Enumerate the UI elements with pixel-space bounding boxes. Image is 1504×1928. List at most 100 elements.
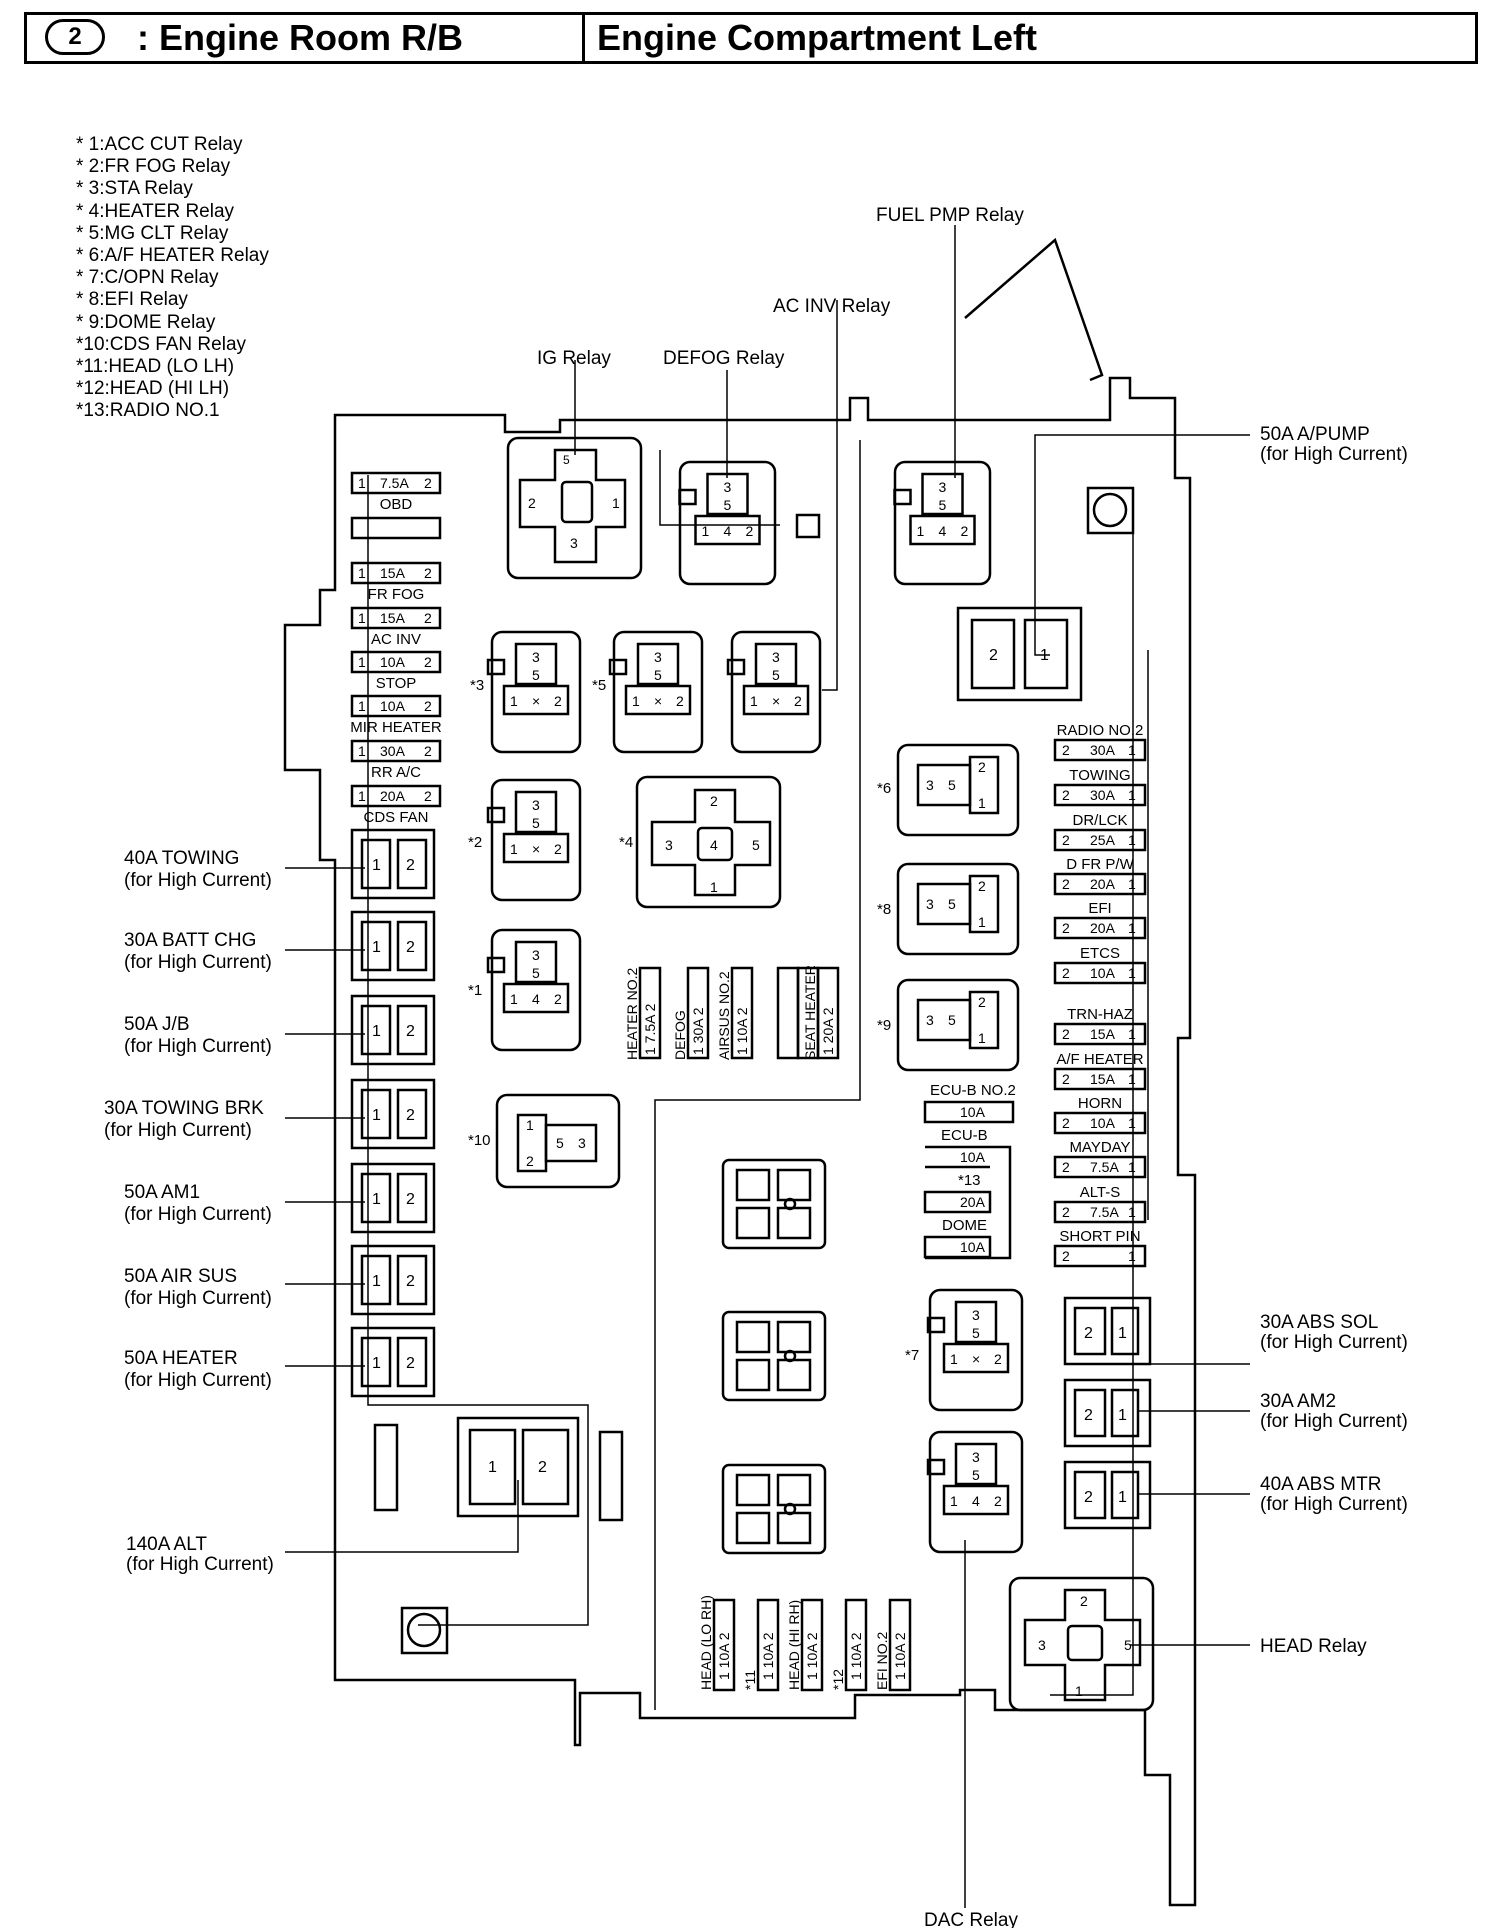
left-hc-sub: (for High Current) xyxy=(124,952,272,973)
pin-label: 3 xyxy=(972,1307,980,1323)
relay-housing xyxy=(635,775,782,909)
callout-fuel-pmp-relay: FUEL PMP Relay xyxy=(876,205,1024,226)
pin-label: × xyxy=(772,693,780,709)
ground-bolt-housing xyxy=(1086,486,1135,535)
fuse-name: RADIO NO.2 xyxy=(1057,722,1144,739)
relay-housing xyxy=(730,630,822,754)
pin-label: 1 xyxy=(526,1117,534,1133)
fuse-vertical-0 xyxy=(638,966,662,1060)
pin-label: 1 xyxy=(372,1023,381,1040)
pin-label: 2 xyxy=(1062,1204,1070,1220)
a-pump-terminal xyxy=(970,618,1016,690)
pin-label: 2 xyxy=(1084,1489,1093,1506)
pin-label: 2 xyxy=(978,994,986,1010)
fuse-amp: 20A xyxy=(380,788,406,804)
fusible-link xyxy=(350,910,436,982)
fuse-bottom-0 xyxy=(712,1598,736,1692)
pin-label: 2 xyxy=(526,1153,534,1169)
fusible-link-terminal xyxy=(360,1254,392,1306)
fusible-link-terminal xyxy=(396,838,428,890)
pin-label: 5 xyxy=(772,667,780,683)
pin-label: 1 xyxy=(1128,1204,1136,1220)
fuse-amp: 15A xyxy=(1090,1071,1116,1087)
fuse-3 xyxy=(1053,872,1147,896)
pin-label: 1 xyxy=(1118,1489,1127,1506)
fuse-1 xyxy=(350,516,442,540)
pin-label: 1 xyxy=(358,743,366,759)
fuse-amp: 10A xyxy=(380,654,406,670)
fusible-link-terminal xyxy=(396,920,428,972)
socket-cell xyxy=(735,1206,771,1240)
callout-ig-relay: IG Relay xyxy=(537,348,611,369)
relay-socket xyxy=(754,642,798,686)
fusible-link xyxy=(350,994,436,1066)
fuse-6 xyxy=(350,739,442,763)
fusible-link-terminal xyxy=(1110,1388,1140,1438)
right-high-current-links: 2 1 2 1 2 1 xyxy=(1063,1296,1152,1530)
fuse-1 xyxy=(1053,783,1147,807)
pin-label: 2 xyxy=(406,939,415,956)
relay-housing xyxy=(928,1430,1024,1554)
bus-line xyxy=(659,450,780,526)
pin-label: 3 xyxy=(532,947,540,963)
relay-socket xyxy=(1023,1588,1142,1702)
pin-label: 2 xyxy=(424,654,432,670)
fuse-amp: 7.5A xyxy=(380,475,409,491)
pin-label: 1 xyxy=(1128,787,1136,803)
relay-housing xyxy=(490,928,582,1052)
pin-label: 1 xyxy=(1128,965,1136,981)
fuse-amp: 10A xyxy=(1090,965,1116,981)
pin-label: 1 xyxy=(1075,1683,1083,1699)
fuse-7 xyxy=(1053,1067,1147,1091)
fusible-link xyxy=(350,1078,436,1150)
pin-label: 2 xyxy=(406,1191,415,1208)
relay-housing xyxy=(896,978,1020,1072)
pin-label: 1 xyxy=(750,693,758,709)
pin-label: 1 xyxy=(488,1459,497,1476)
pin-label: 2 xyxy=(406,1023,415,1040)
relay-tag: *2 xyxy=(468,834,482,851)
fuse-3 xyxy=(350,606,442,630)
relay-tag: *7 xyxy=(905,1347,919,1364)
fuse-amp: 10A xyxy=(960,1239,986,1255)
pin-label: 1 xyxy=(1128,832,1136,848)
fuse-4 xyxy=(350,650,442,674)
pin-label: 2 xyxy=(424,610,432,626)
fuse-ecu-b-no2 xyxy=(923,1100,1015,1124)
relay-socket xyxy=(909,514,976,546)
fuse-7 xyxy=(350,784,442,808)
fusible-link-terminal xyxy=(1110,1470,1140,1520)
relay-tag: *3 xyxy=(470,677,484,694)
socket-cell xyxy=(735,1473,771,1507)
pin-label: 2 xyxy=(1062,832,1070,848)
pin-label: 2 xyxy=(1062,1248,1070,1264)
relay-housing xyxy=(495,1093,621,1189)
a-pump-housing xyxy=(956,606,1083,702)
fuse-name: ALT-S xyxy=(1080,1184,1121,1201)
pin-label: 2 xyxy=(1062,787,1070,803)
pin-label: 2 xyxy=(424,743,432,759)
pin-label: 2 xyxy=(406,1273,415,1290)
fusible-link-terminal xyxy=(360,1088,392,1140)
pin-label: 3 xyxy=(570,535,578,551)
fuse-amp: 1 20A 2 xyxy=(820,1007,836,1055)
pin-label: 1 xyxy=(510,991,518,1007)
fuse-name: TOWING xyxy=(1069,767,1130,784)
relay-socket xyxy=(650,788,772,897)
pin-label: 2 xyxy=(406,857,415,874)
legend-item: * 1:ACC CUT Relay xyxy=(76,134,243,155)
pin-label: 5 xyxy=(939,497,947,513)
fusible-link xyxy=(350,1326,436,1398)
pin-label: 5 xyxy=(654,667,662,683)
fuse-name: AIRSUS NO.2 xyxy=(716,971,732,1060)
relay-tag: *8 xyxy=(877,901,891,918)
fuse-amp: 7.5A xyxy=(1090,1159,1119,1175)
relay-socket xyxy=(514,642,558,686)
fusible-link-terminal xyxy=(1073,1388,1107,1438)
socket-cell xyxy=(735,1320,771,1354)
fusible-link-terminal xyxy=(360,1004,392,1056)
